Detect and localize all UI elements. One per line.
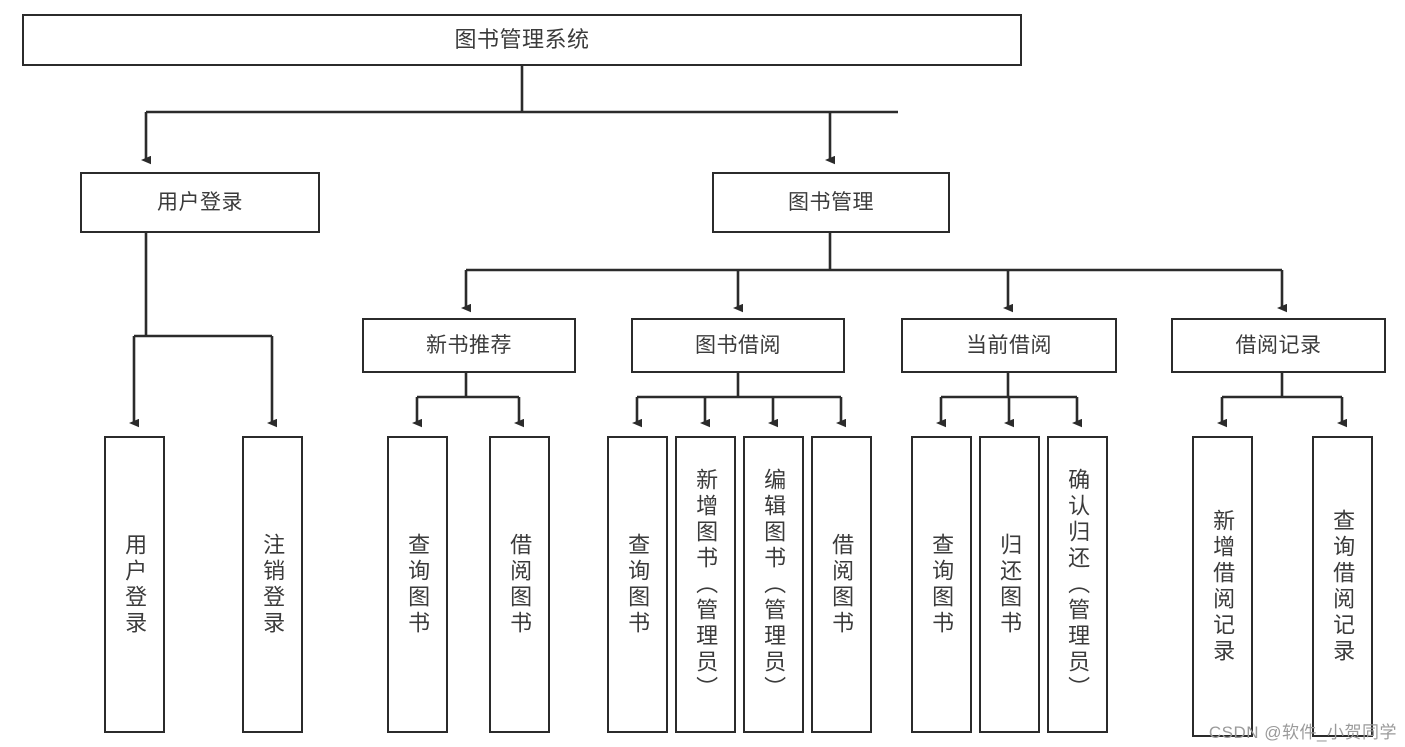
- node-book-borrow[interactable]: 图书借阅: [631, 318, 845, 373]
- leaf-book-borrow-edit[interactable]: 编辑图书（管理员）: [743, 436, 804, 733]
- leaf-book-borrow-add[interactable]: 新增图书（管理员）: [675, 436, 736, 733]
- leaf-current-borrow-return[interactable]: 归还图书: [979, 436, 1040, 733]
- leaf-current-borrow-query[interactable]: 查询图书: [911, 436, 972, 733]
- leaf-label: 新增图书（管理员）: [693, 467, 719, 702]
- node-book-management[interactable]: 图书管理: [712, 172, 950, 233]
- leaf-label: 借阅图书: [507, 532, 533, 637]
- node-new-book-recommend-label: 新书推荐: [426, 333, 512, 357]
- node-root-label: 图书管理系统: [454, 26, 590, 52]
- leaf-label: 查询图书: [625, 532, 651, 637]
- node-new-book-recommend[interactable]: 新书推荐: [362, 318, 576, 373]
- leaf-user-login-login[interactable]: 用户登录: [104, 436, 165, 733]
- leaf-label: 查询图书: [929, 532, 955, 637]
- leaf-label: 归还图书: [997, 532, 1023, 637]
- node-borrow-record[interactable]: 借阅记录: [1171, 318, 1386, 373]
- node-root-system[interactable]: 图书管理系统: [22, 14, 1022, 66]
- node-user-login-label: 用户登录: [157, 190, 243, 214]
- leaf-label: 用户登录: [122, 532, 148, 637]
- node-user-login[interactable]: 用户登录: [80, 172, 320, 233]
- leaf-borrow-record-query[interactable]: 查询借阅记录: [1312, 436, 1373, 737]
- leaf-new-book-borrow[interactable]: 借阅图书: [489, 436, 550, 733]
- leaf-user-login-logout[interactable]: 注销登录: [242, 436, 303, 733]
- node-borrow-record-label: 借阅记录: [1235, 333, 1322, 357]
- node-current-borrow[interactable]: 当前借阅: [901, 318, 1117, 373]
- node-book-management-label: 图书管理: [788, 190, 874, 214]
- leaf-label: 借阅图书: [829, 532, 855, 637]
- leaf-current-borrow-confirm[interactable]: 确认归还（管理员）: [1047, 436, 1108, 733]
- watermark-text: CSDN @软件_小贺同学: [1208, 723, 1397, 742]
- node-current-borrow-label: 当前借阅: [966, 333, 1052, 357]
- leaf-label: 查询借阅记录: [1330, 508, 1356, 665]
- leaf-book-borrow-borrow[interactable]: 借阅图书: [811, 436, 872, 733]
- leaf-label: 查询图书: [405, 532, 431, 637]
- node-book-borrow-label: 图书借阅: [695, 333, 781, 357]
- leaf-label: 确认归还（管理员）: [1065, 467, 1091, 702]
- leaf-book-borrow-query[interactable]: 查询图书: [607, 436, 668, 733]
- leaf-label: 编辑图书（管理员）: [761, 467, 787, 702]
- leaf-borrow-record-add[interactable]: 新增借阅记录: [1192, 436, 1253, 737]
- leaf-label: 注销登录: [260, 532, 286, 637]
- leaf-label: 新增借阅记录: [1210, 508, 1236, 665]
- leaf-new-book-query[interactable]: 查询图书: [387, 436, 448, 733]
